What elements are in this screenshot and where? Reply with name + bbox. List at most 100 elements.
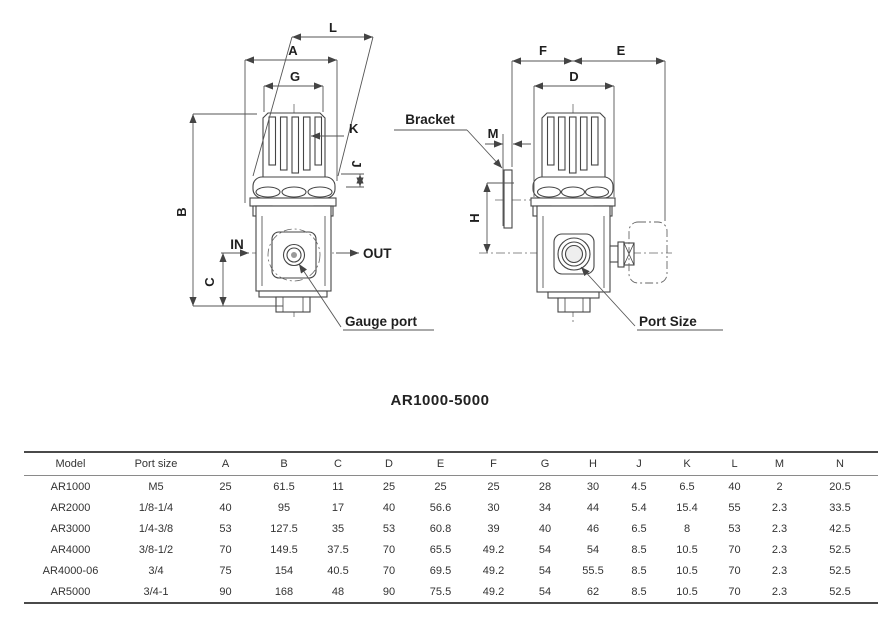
table-cell: 2.3	[771, 522, 788, 535]
table-cell: 127.5	[270, 522, 298, 535]
table-cell: AR1000	[50, 480, 91, 493]
table-header-cell: C	[334, 458, 342, 470]
dim-label-k: K	[349, 121, 359, 136]
dim-label-f: F	[539, 43, 547, 58]
table-cell: 6.5	[631, 522, 647, 535]
table-cell: 10.5	[676, 585, 698, 598]
table-header-cell: K	[683, 458, 691, 470]
table-header-cell: M	[774, 458, 785, 470]
table-cell: 8.5	[631, 564, 647, 577]
table-cell: M5	[148, 480, 164, 493]
table-cell: 44	[586, 501, 600, 514]
table-header-cell: H	[589, 458, 597, 470]
bracket-leader	[466, 129, 503, 169]
in-label: IN	[230, 237, 244, 252]
bracket-plate	[503, 169, 513, 229]
table-cell: 2.3	[771, 543, 788, 556]
dim-label-g: G	[290, 69, 300, 84]
table-cell: 8	[683, 522, 691, 535]
front-view	[249, 104, 337, 320]
phantom-gauge-outline	[628, 221, 668, 284]
side-adjust-stem	[609, 241, 635, 268]
table-cell: 25	[219, 480, 232, 493]
table-cell: 8.5	[631, 543, 647, 556]
table-cell: 49.2	[482, 564, 505, 577]
front-knob	[262, 112, 326, 178]
table-cell: 2	[776, 480, 783, 493]
dim-label-d: D	[569, 69, 578, 84]
table-cell: 25	[382, 480, 396, 493]
table-cell: 25	[487, 480, 500, 493]
table-cell: 154	[274, 564, 294, 577]
series-title: AR1000-5000	[390, 392, 490, 409]
side-bonnet	[530, 176, 616, 207]
dim-label-c: C	[202, 277, 217, 287]
table-cell: 35	[331, 522, 345, 535]
table-cell: 56.6	[429, 501, 452, 514]
table-cell: 95	[277, 501, 291, 514]
dim-label-h: H	[467, 213, 482, 222]
table-cell: 54	[538, 543, 552, 556]
table-cell: 70	[382, 564, 396, 577]
table-cell: 168	[274, 585, 294, 598]
table-cell: 42.5	[829, 522, 851, 535]
dim-label-a: A	[288, 43, 298, 58]
table-cell: 61.5	[273, 480, 295, 493]
table-cell: 90	[382, 585, 396, 598]
table-header-cell: N	[836, 458, 844, 470]
table-cell: 33.5	[829, 501, 851, 514]
table-cell: 70	[382, 543, 396, 556]
side-view-dimensions	[394, 57, 723, 331]
table-cell: 54	[538, 564, 552, 577]
table-header-cell: B	[280, 458, 288, 470]
table-header-cell: Model	[55, 458, 86, 470]
table-cell: AR3000	[50, 522, 91, 535]
gauge-port-label: Gauge port	[345, 314, 418, 329]
table-cell: 2.3	[771, 564, 788, 577]
dim-label-l: L	[329, 20, 337, 35]
table-cell: 3/4-1	[143, 585, 169, 598]
table-header-cell: L	[731, 458, 738, 470]
port-size-label: Port Size	[639, 314, 697, 329]
table-cell: 28	[538, 480, 552, 493]
dim-label-b: B	[174, 207, 189, 216]
table-cell: 34	[538, 501, 552, 514]
table-cell: 6.5	[679, 480, 695, 493]
table-cell: 3/4	[148, 564, 164, 577]
table-cell: 70	[219, 543, 232, 556]
table-cell: 90	[219, 585, 232, 598]
table-cell: 62	[586, 585, 600, 598]
table-cell: 40	[219, 501, 232, 514]
table-cell: 65.5	[429, 543, 452, 556]
table-cell: 40	[728, 480, 741, 493]
technical-drawing: L A G K J B C IN OUT Gauge port	[174, 20, 723, 331]
dim-label-e: E	[617, 43, 626, 58]
table-cell: 1/8-1/4	[138, 501, 174, 514]
dim-label-j: J	[349, 160, 364, 167]
out-label: OUT	[363, 246, 392, 261]
table-cell: 10.5	[676, 564, 698, 577]
table-cell: 40	[538, 522, 552, 535]
table-cell: 40.5	[327, 564, 349, 577]
table-cell: 49.2	[482, 585, 505, 598]
table-cell: 69.5	[429, 564, 452, 577]
side-port-circle	[557, 237, 591, 271]
table-cell: 75	[219, 564, 232, 577]
table-cell: 15.4	[676, 501, 698, 514]
table-cell: 54	[586, 543, 600, 556]
table-cell: 55.5	[582, 564, 604, 577]
table-cell: AR4000	[50, 543, 91, 556]
table-header-cell: D	[385, 458, 393, 470]
side-view-labels: F E D M H Bracket Port Size	[405, 43, 697, 329]
table-cell: 55	[728, 501, 741, 514]
table-cell: AR2000	[50, 501, 91, 514]
